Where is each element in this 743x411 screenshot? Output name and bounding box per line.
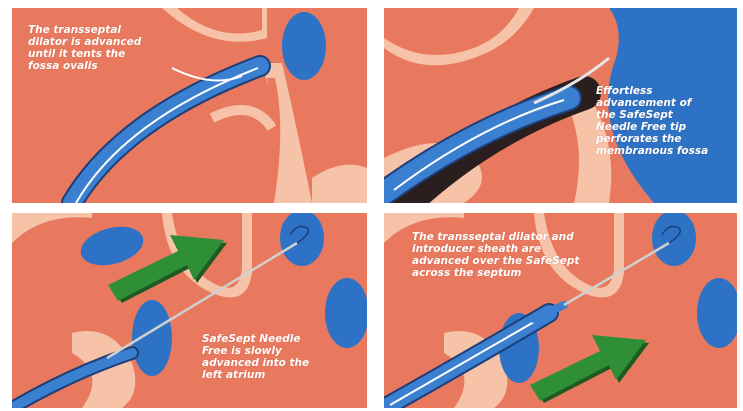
panel-needle-advanced-la: SafeSept Needle Free is slowly advanced …: [12, 213, 367, 408]
caption-step-4: The transseptal dilator and introducer s…: [412, 231, 612, 279]
panel-needle-perforates-fossa: Effortless advancement of the SafeSept N…: [384, 8, 737, 203]
caption-step-3: SafeSept Needle Free is slowly advanced …: [202, 333, 352, 381]
caption-step-1: The transseptal dilator is advanced unti…: [28, 24, 178, 72]
panel-dilator-tents-fossa: The transseptal dilator is advanced unti…: [12, 8, 367, 203]
panel-sheath-advanced: The transseptal dilator and introducer s…: [384, 213, 737, 408]
vessel-shape: [282, 12, 326, 80]
caption-step-2: Effortless advancement of the SafeSept N…: [596, 85, 736, 157]
